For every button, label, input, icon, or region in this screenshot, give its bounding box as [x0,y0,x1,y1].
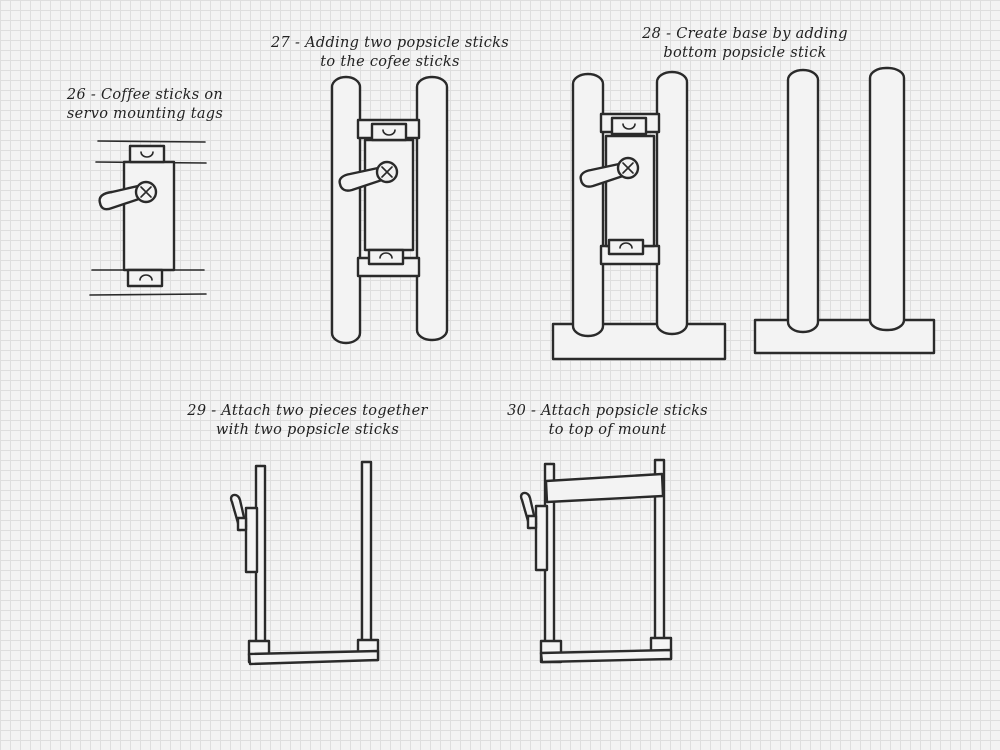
step-26-drawing [89,140,207,296]
servo-tag-notch [622,123,636,130]
step-27-drawing [330,75,449,345]
top-popsicle-stick [544,472,665,504]
base-popsicle-stick [753,318,936,355]
base-popsicle-stick [551,322,727,361]
servo-mounting-tag-top [128,144,166,164]
step-26-caption: 26 - Coffee sticks on servo mounting tag… [40,86,250,124]
step-29-caption: 29 - Attach two pieces together with two… [170,402,445,440]
servo-tag-notch [382,129,396,136]
step-29-drawing [229,460,380,666]
popsicle-stick-left [330,75,362,345]
servo-tag-notch [379,252,393,259]
servo-tag-notch [139,274,153,281]
step-30-caption-line1: 30 - Attach popsicle sticks [507,403,708,419]
servo-hub-side [236,516,248,532]
step-28-drawing-servo-side [551,70,727,361]
step-27-caption-line2: to the cofee sticks [320,54,460,70]
servo-body [604,134,656,248]
popsicle-stick-left [786,68,820,334]
side-stick-right [360,460,373,647]
coffee-stick-top-line [97,140,206,143]
popsicle-stick-right [868,66,906,332]
servo-tag-notch [140,151,154,158]
servo-mounting-tag-top [610,116,648,136]
popsicle-stick-right [415,75,449,342]
step-28-drawing-plain-side [753,66,936,355]
servo-side-view [244,506,259,574]
servo-mounting-tag-top [370,122,408,142]
screw-icon [140,186,152,198]
servo-side-view [534,504,549,572]
servo-mounting-tag-bottom [126,268,164,288]
step-29-caption-line2: with two popsicle sticks [215,422,400,438]
servo-mounting-tag-bottom [607,238,645,256]
servo-hub-side [526,514,538,530]
step-27-caption: 27 - Adding two popsicle sticks to the c… [250,34,530,72]
step-28-caption-line2: bottom popsicle stick [663,45,827,61]
joining-popsicle-stick [539,648,673,664]
servo-body [122,160,176,272]
popsicle-stick-left [571,72,605,338]
step-27-caption-line1: 27 - Adding two popsicle sticks [271,35,509,51]
popsicle-stick-right [655,70,689,336]
screw-icon [381,166,393,178]
servo-body [363,138,415,252]
step-30-drawing [519,458,673,664]
servo-mounting-tag-bottom [367,248,405,266]
step-29-caption-line1: 29 - Attach two pieces together [187,403,428,419]
step-28-caption-line1: 28 - Create base by adding [642,26,848,42]
joining-popsicle-stick [247,649,380,666]
step-28-caption: 28 - Create base by adding bottom popsic… [620,25,870,63]
step-30-caption: 30 - Attach popsicle sticks to top of mo… [485,402,730,440]
step-30-caption-line2: to top of mount [548,422,667,438]
step-26-caption-line2: servo mounting tags [66,106,224,122]
step-26-caption-line1: 26 - Coffee sticks on [66,87,224,103]
screw-icon [622,162,634,174]
servo-tag-notch [619,242,633,249]
coffee-stick-bottom-line [89,293,207,296]
